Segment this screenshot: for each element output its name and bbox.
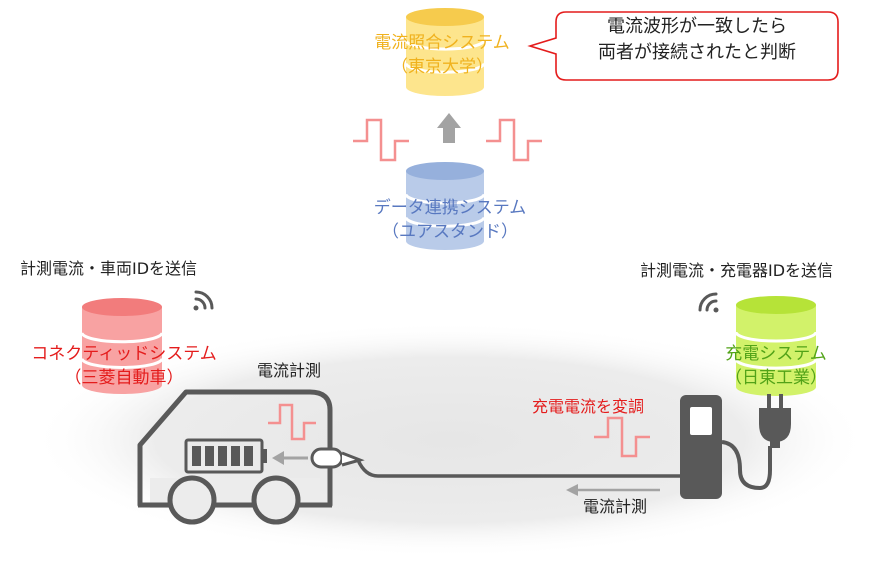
current-waveform-icon [486,118,542,162]
charger-system-org: （日東工業） [725,368,827,388]
callout-bubble [527,11,839,81]
wifi-signal-icon [698,292,719,313]
charger-measure-label: 電流計測 [583,497,648,516]
arrow-up-icon [437,113,461,143]
callout-line-1: 電流波形が一致したら [607,16,787,37]
database-icon [404,8,486,96]
arrow-left-icon [566,484,660,496]
car-wheel-rear [251,475,301,525]
plug-icon [759,394,791,448]
wifi-signal-icon [193,290,214,311]
current-waveform-icon [353,118,409,162]
charger-send-label: 計測電流・充電器IDを送信 [640,261,834,280]
charger-modulate-label: 充電電流を変調 [532,397,645,416]
battery-icon [184,438,267,474]
vehicle-measure-label: 電流計測 [257,361,322,380]
electric-car-icon [137,389,333,508]
plug-connector-icon [310,447,365,469]
database-icon [734,296,818,396]
arrow-left-icon [272,451,308,465]
charging-station-icon [680,395,772,499]
callout-line-2: 両者が接続されたと判断 [598,42,796,63]
vehicle-send-label: 計測電流・車両IDを送信 [20,259,198,278]
callout-text: 電流波形が一致したら 両者が接続されたと判断 [556,14,838,66]
current-waveform-icon [594,416,650,458]
charger-system-name: 充電システム [725,344,827,364]
matching-system-name: 電流照合システム [374,33,510,53]
car-wheel-front [167,475,217,525]
current-waveform-icon [268,403,316,441]
database-icon [80,298,164,394]
charging-cable [356,459,688,478]
data-system-name: データ連携システム [373,198,527,218]
vehicle-system-name: コネクティッドシステム [31,344,217,364]
vehicle-system-org: （三菱自動車） [64,368,184,388]
data-system-org: （ユアスタンド） [382,222,518,242]
matching-system-org: （東京大学） [391,57,493,77]
database-icon [404,162,486,250]
